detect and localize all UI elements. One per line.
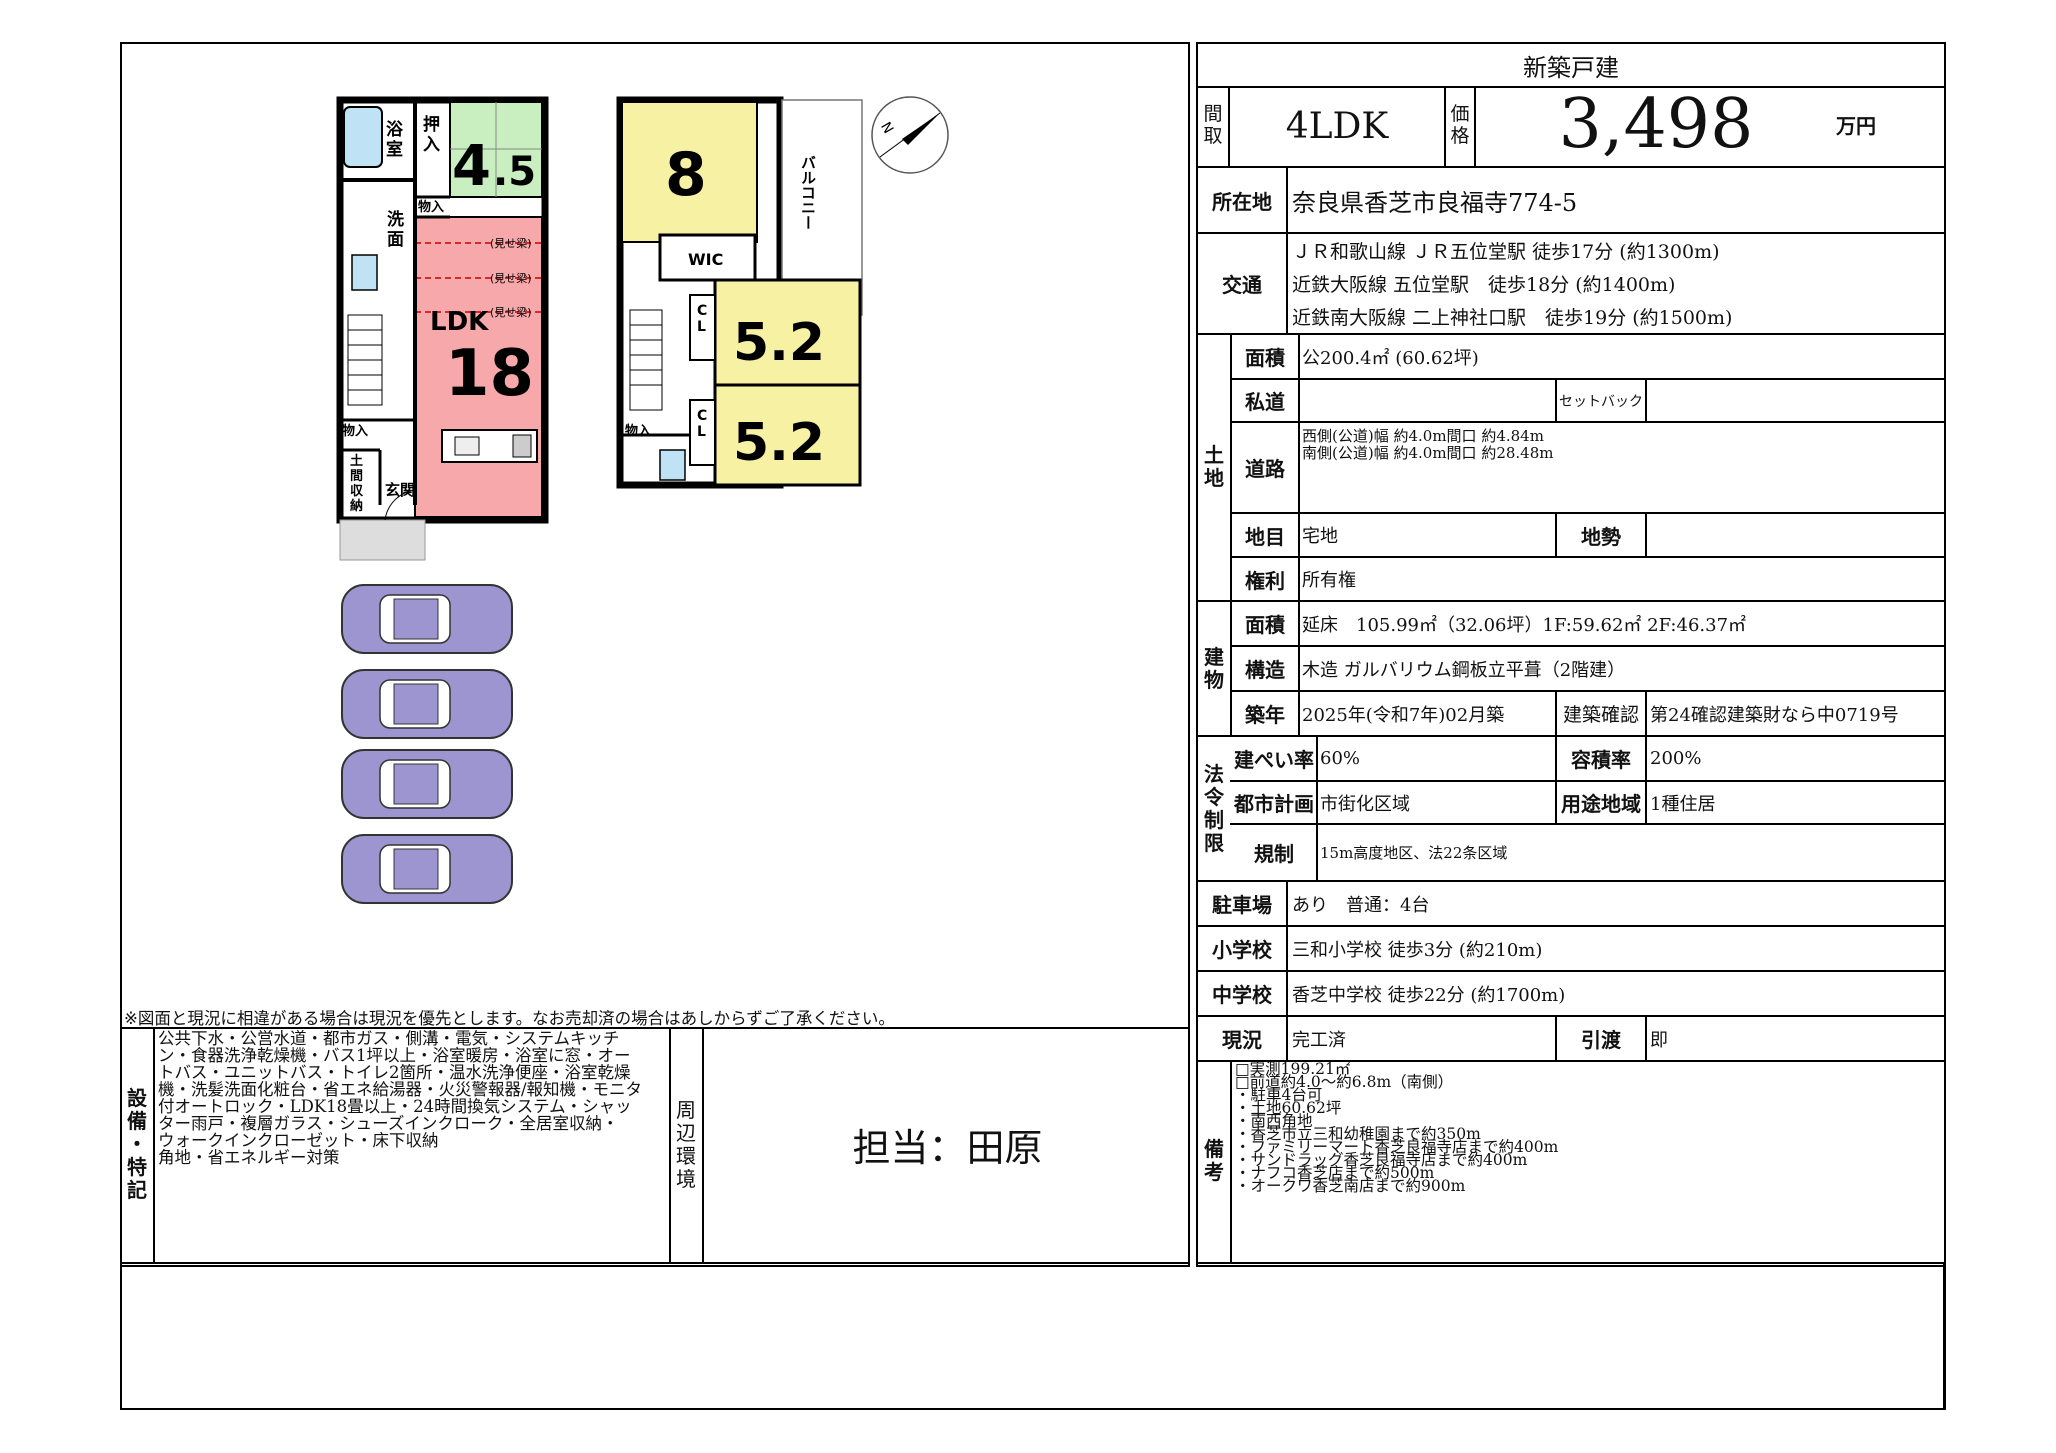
city-plan-label: 都市計画 bbox=[1234, 792, 1314, 816]
road-lines: 西側(公道)幅 約4.0m間口 約4.84m 南側(公道)幅 約4.0m間口 約… bbox=[1302, 427, 1554, 462]
ldk-label: LDK bbox=[430, 307, 489, 337]
notice-text: ※図面と現況に相違がある場合は現況を優先とします。なお売却済の場合はあしからずご… bbox=[124, 1009, 895, 1028]
setback-label: セットバック bbox=[1559, 393, 1643, 410]
zone-label: 用途地域 bbox=[1561, 792, 1641, 816]
transport-label: 交通 bbox=[1222, 273, 1262, 297]
right-panel bbox=[1196, 42, 1946, 1267]
beam-label-3: (見せ梁) bbox=[490, 305, 532, 319]
far-label: 容積率 bbox=[1571, 748, 1631, 772]
rights-label: 権利 bbox=[1245, 568, 1285, 593]
handover-value: 即 bbox=[1650, 1029, 1668, 1051]
land-category-label: 地目 bbox=[1245, 524, 1285, 549]
bcr-value: 60% bbox=[1320, 748, 1361, 769]
price-unit: 万円 bbox=[1836, 114, 1876, 138]
private-road-label: 私道 bbox=[1245, 390, 1285, 414]
storage1-label: 物入 bbox=[418, 199, 444, 215]
year-value: 2025年(令和7年)02月築 bbox=[1302, 704, 1505, 726]
land-area-value: 公200.4㎡ (60.62坪) bbox=[1302, 347, 1479, 369]
car-icon bbox=[341, 749, 513, 819]
parking-value: あり 普通：4台 bbox=[1292, 894, 1430, 916]
land-category-value: 宅地 bbox=[1302, 526, 1338, 547]
storage2-label: 物入 bbox=[342, 423, 368, 439]
elementary-label: 小学校 bbox=[1212, 938, 1272, 962]
bottom-band bbox=[120, 1262, 1946, 1410]
push-closet-label: 押入 bbox=[423, 114, 440, 155]
remarks-group-label: 備考 bbox=[1204, 1137, 1224, 1184]
beam-label-2: (見せ梁) bbox=[490, 271, 532, 285]
equipment-text: 公共下水・公営水道・都市ガス・側溝・電気・システムキッチ ン・食器洗浄乾燥機・バ… bbox=[158, 1029, 643, 1167]
tatami-size-frac: .5 bbox=[493, 149, 536, 195]
equipment-group-label: 設備・特記 bbox=[127, 1086, 147, 1202]
far-value: 200% bbox=[1650, 748, 1702, 769]
terrain-label: 地勢 bbox=[1581, 524, 1621, 549]
price-value: 3,498 bbox=[1558, 84, 1754, 164]
junior-high-value: 香芝中学校 徒歩22分 (約1700m) bbox=[1292, 984, 1566, 1006]
wic-label: WIC bbox=[688, 250, 723, 269]
wic bbox=[658, 233, 757, 282]
wash-label: 洗面 bbox=[387, 209, 404, 250]
bed52b-size: 5.2 bbox=[733, 413, 825, 473]
storage3-label: 物入 bbox=[625, 423, 651, 439]
transport-lines: ＪＲ和歌山線 ＪＲ五位堂駅 徒歩17分 (約1300m) 近鉄大阪線 五位堂駅 … bbox=[1292, 241, 1733, 329]
regulation-value: 15m高度地区、法22条区域 bbox=[1320, 844, 1508, 862]
elementary-value: 三和小学校 徒歩3分 (約210m) bbox=[1292, 939, 1543, 961]
confirm-value: 第24確認建築財なら中0719号 bbox=[1650, 704, 1899, 726]
parking-cars bbox=[341, 584, 513, 904]
building-area-label: 面積 bbox=[1245, 613, 1285, 637]
land-group-label: 土地 bbox=[1204, 442, 1224, 490]
floor-1f bbox=[336, 96, 549, 561]
beam-label-1: (見せ梁) bbox=[490, 236, 532, 250]
location-label: 所在地 bbox=[1212, 189, 1272, 214]
surroundings-group-label: 周辺環境 bbox=[676, 1097, 696, 1191]
balcony-label: バルコニー bbox=[799, 155, 817, 230]
road-label: 道路 bbox=[1245, 457, 1285, 481]
entrance-label: 玄関 bbox=[385, 481, 415, 499]
law-group-label: 法令制限 bbox=[1204, 761, 1224, 855]
floor-2f bbox=[616, 96, 863, 489]
land-area-label: 面積 bbox=[1245, 346, 1285, 370]
rights-value: 所有権 bbox=[1302, 570, 1356, 591]
parking-label: 駐車場 bbox=[1212, 893, 1272, 917]
layout-label: 間取 bbox=[1203, 103, 1223, 147]
remarks-lines: □実測199.21㎡ □前道約4.0～約6.8m（南側） ・駐車4台可 ・土地6… bbox=[1235, 1060, 1559, 1195]
structure-label: 構造 bbox=[1245, 658, 1285, 682]
ldk-size: 18 bbox=[445, 337, 534, 411]
bottom-band-shadow bbox=[1810, 1262, 1946, 1410]
car-icon bbox=[341, 834, 513, 904]
handover-label: 引渡 bbox=[1581, 1028, 1621, 1052]
status-label: 現況 bbox=[1222, 1028, 1262, 1052]
structure-value: 木造 ガルバリウム鋼板立平葺（2階建） bbox=[1302, 659, 1626, 681]
building-area-value: 延床 105.99㎡（32.06坪）1F:59.62㎡ 2F:46.37㎡ bbox=[1302, 614, 1747, 636]
tatami-size: 4 bbox=[452, 134, 491, 199]
header-title: 新築戸建 bbox=[1523, 53, 1619, 82]
status-value: 完工済 bbox=[1292, 1029, 1346, 1051]
junior-high-label: 中学校 bbox=[1212, 983, 1272, 1007]
building-group-label: 建物 bbox=[1204, 644, 1224, 692]
compass-icon: N bbox=[871, 96, 949, 174]
price-label: 価格 bbox=[1450, 103, 1470, 147]
bath-label: 浴室 bbox=[386, 119, 404, 160]
bcr-label: 建ぺい率 bbox=[1234, 748, 1314, 772]
location-value: 奈良県香芝市良福寺774-5 bbox=[1292, 188, 1578, 217]
regulation-label: 規制 bbox=[1254, 842, 1294, 866]
year-label: 築年 bbox=[1245, 703, 1285, 727]
city-plan-value: 市街化区域 bbox=[1320, 793, 1410, 815]
agent-name: 担当：田原 bbox=[852, 1126, 1043, 1170]
bedroom-8 bbox=[621, 101, 758, 243]
bedroom-52a bbox=[713, 278, 862, 387]
car-icon bbox=[341, 669, 513, 739]
confirm-label: 建築確認 bbox=[1562, 704, 1639, 726]
floor-plan: 浴室 押入 4 .5 物入 洗面 (見せ梁) (見せ梁) (見せ梁) LDK 1… bbox=[336, 96, 949, 904]
car-icon bbox=[341, 584, 513, 654]
left-panel bbox=[120, 42, 1190, 1267]
ldk-room bbox=[414, 216, 543, 518]
bed52a-size: 5.2 bbox=[733, 313, 825, 373]
doma-label: 土間収納 bbox=[350, 453, 364, 514]
zone-value: 1種住居 bbox=[1650, 793, 1716, 815]
bed8-size: 8 bbox=[665, 140, 707, 210]
layout-value: 4LDK bbox=[1285, 105, 1389, 147]
